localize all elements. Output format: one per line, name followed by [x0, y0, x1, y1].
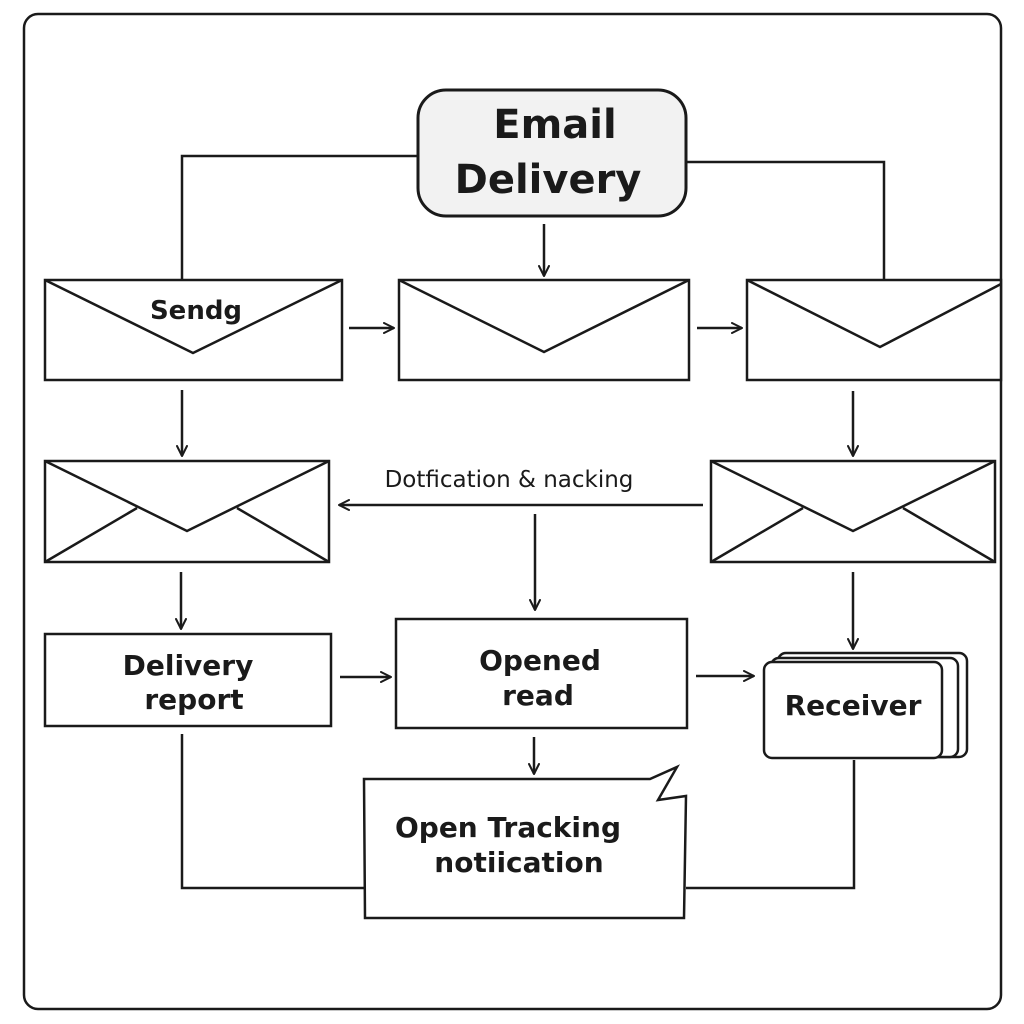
envelope-row2-right [709, 459, 997, 564]
opened-read-node: Opened read [394, 617, 689, 730]
delivery-report-line1: Delivery [123, 649, 254, 682]
open-tracking-line2: notiication [434, 846, 603, 879]
envelope-sending: Sendg [43, 278, 344, 382]
delivery-report-line2: report [144, 683, 243, 716]
sending-label: Sendg [150, 296, 242, 326]
opened-read-line2: read [502, 679, 574, 712]
connector-title-left [180, 154, 417, 280]
opened-read-line1: Opened [479, 644, 601, 677]
connector-title-right [686, 160, 886, 280]
envelope-middle [397, 278, 691, 382]
receiver-label: Receiver [785, 689, 922, 722]
open-tracking-line1: Open Tracking [395, 811, 621, 844]
title-line1: Email [493, 102, 616, 148]
envelope-row2-left [43, 459, 331, 564]
outer-frame [22, 12, 1003, 1011]
open-tracking-node: Open Tracking notiication [362, 764, 688, 920]
title-line2: Delivery [455, 157, 642, 203]
connector-receiver-to-tracking [686, 760, 856, 890]
envelope-right [745, 278, 1003, 382]
title-node: Email Delivery [416, 88, 688, 218]
connector-delivery-to-tracking [180, 734, 364, 890]
delivery-report-node: Delivery report [43, 632, 333, 728]
receiver-node: Receiver [762, 651, 969, 760]
notification-tracking-label: Dotfication & nacking [385, 467, 634, 493]
